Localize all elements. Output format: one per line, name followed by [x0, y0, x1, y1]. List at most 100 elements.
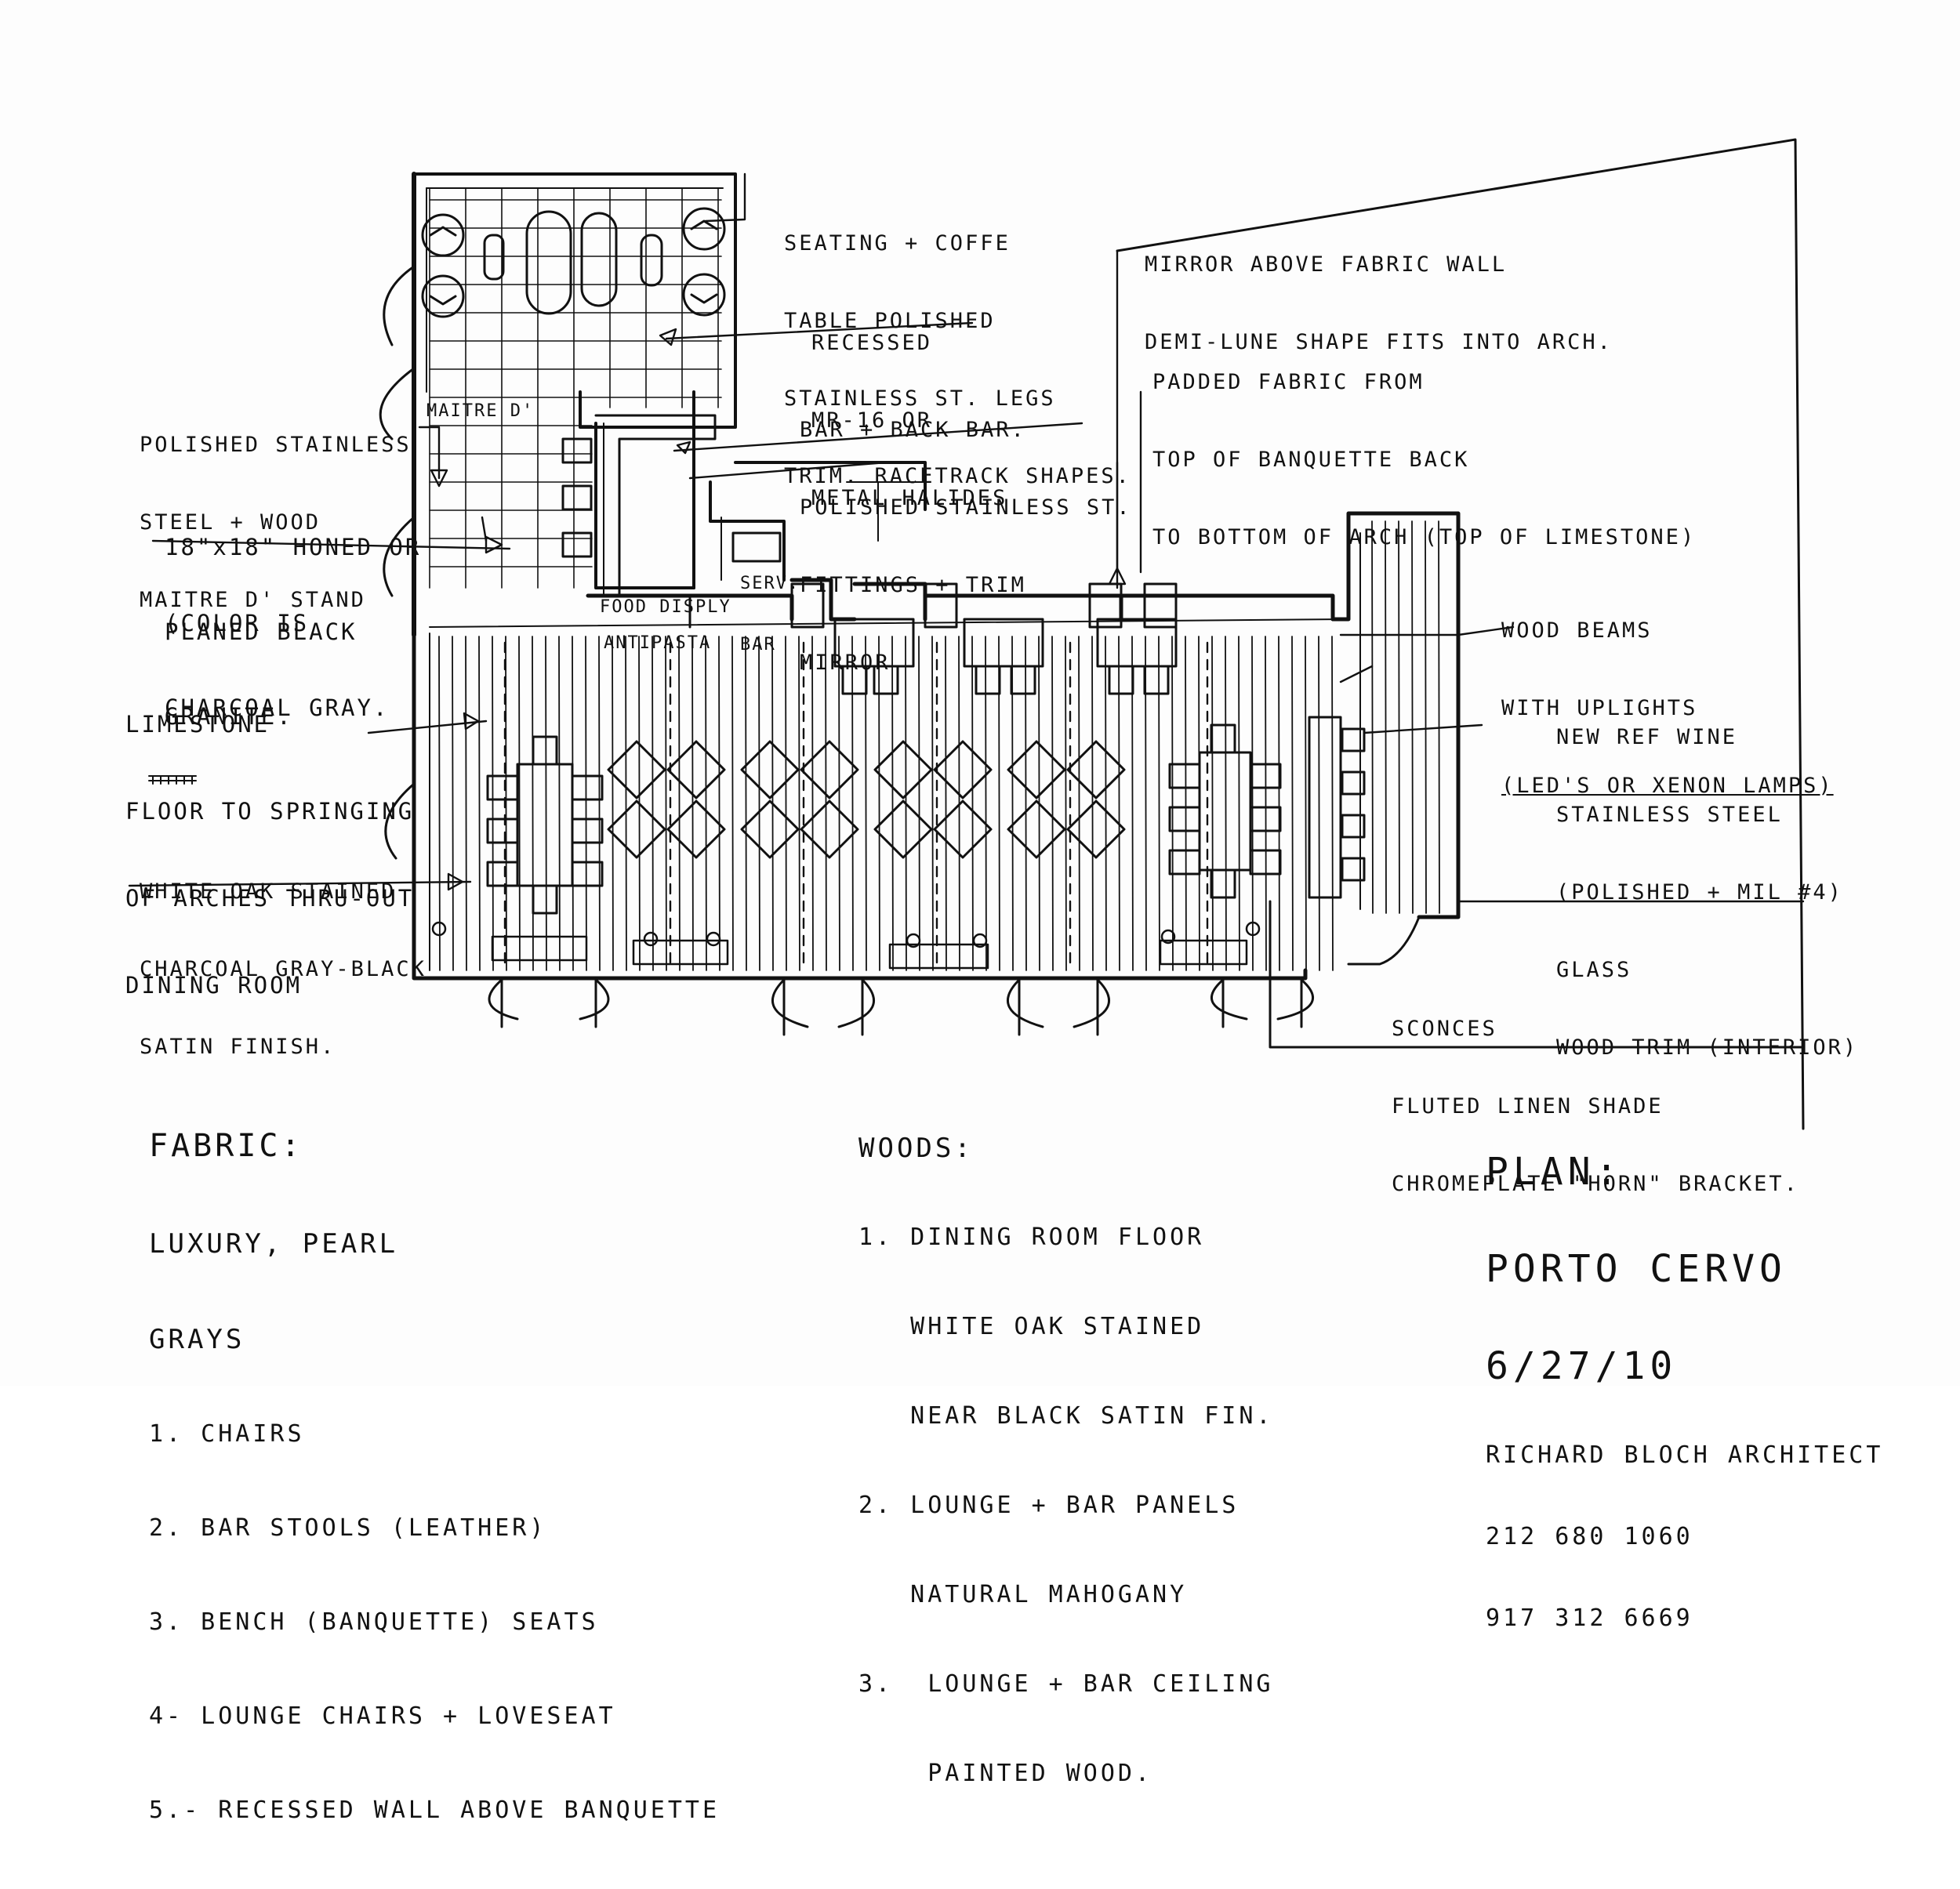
floor-board — [718, 636, 720, 971]
note-wine-storage: NEW REF WINE STAINLESS STEEL (POLISHED +… — [1556, 725, 1859, 1060]
floor-plan-drawing — [128, 138, 1805, 1130]
diamond-table-top — [800, 740, 859, 799]
note-seating-coffee-table: SEATING + COFFE TABLE POLISHED STAINLESS… — [784, 231, 1131, 488]
lounge-walls — [412, 172, 927, 637]
floor-board — [1025, 636, 1027, 971]
food-display-label: FOOD DISPLY — [600, 597, 731, 617]
floor-board — [731, 636, 734, 971]
floor-board — [798, 636, 800, 971]
floor-board — [1411, 520, 1414, 914]
diamond-table-top — [1007, 740, 1066, 799]
phone-number-1: 212 680 1060 — [1486, 1523, 1693, 1550]
diamond-table-top — [740, 799, 800, 859]
diamond-table-top — [607, 740, 666, 799]
note-bar-back-bar: BAR + BACK BAR. POLISHED STAINLESS ST. F… — [800, 418, 1132, 675]
floor-board — [1078, 636, 1080, 971]
project-name: PORTO CERVO — [1486, 1247, 1787, 1291]
note-granite-color: (COLOR IS CHARCOAL GRAY. — [165, 610, 390, 721]
floor-board — [811, 636, 814, 971]
architect-name: RICHARD BLOCH ARCHITECT — [1486, 1441, 1884, 1469]
floor-board — [971, 636, 974, 971]
lounge-furniture — [421, 207, 726, 318]
plan-title: PLAN: — [1486, 1150, 1623, 1194]
drawing-date: 6/27/10 — [1486, 1344, 1678, 1388]
banquette-bottom-seats — [431, 921, 1261, 970]
note-granite-floor: 18"x18" HONED OR PLANED BLACK GRANITE. — [165, 534, 422, 730]
diamond-table-top — [933, 740, 993, 799]
doors — [379, 265, 1421, 1036]
fabric-notes: FABRIC: LUXURY, PEARL GRAYS 1. CHAIRS 2.… — [149, 1128, 720, 1824]
floor-board — [1158, 636, 1160, 971]
note-recessed-lighting: RECESSED MR-16 OR METAL HALIDES — [811, 331, 1008, 510]
floor-board — [558, 636, 561, 971]
entry-hatch — [148, 775, 197, 785]
floor-board — [878, 636, 880, 971]
floor-board — [492, 636, 494, 971]
diamond-table-top — [933, 799, 993, 859]
arched-wall-bays — [790, 582, 1178, 695]
diamond-table-top — [873, 799, 933, 859]
floor-board — [1211, 636, 1214, 971]
title-block: PLAN: PORTO CERVO 6/27/10 RICHARD BLOCH … — [1486, 1097, 1883, 1685]
floor-board — [532, 636, 534, 971]
floor-board — [1425, 520, 1427, 914]
floor-board — [851, 636, 854, 971]
floor-board — [1251, 636, 1254, 971]
diamond-table-top — [1066, 799, 1126, 859]
floor-board — [985, 636, 987, 971]
diamond-table-top — [873, 740, 933, 799]
floor-board — [612, 636, 614, 971]
diamond-table-top — [666, 740, 726, 799]
floor-board — [1291, 636, 1294, 971]
floor-board — [1331, 636, 1334, 971]
fabric-heading: FABRIC: — [149, 1128, 303, 1164]
serv-bar-label: SERV. BAR — [740, 574, 800, 654]
mirror-wall-frame — [1116, 138, 1805, 1130]
floor-board — [452, 636, 454, 971]
floor-board — [1185, 636, 1187, 971]
antipasta-label: ANTIPASTA — [604, 633, 712, 653]
note-sconces: SCONCES FLUTED LINEN SHADE CHROMEPLATE "… — [1392, 1017, 1799, 1196]
floor-board — [1051, 636, 1054, 971]
diamond-table-top — [607, 799, 666, 859]
note-white-oak-floor: WHITE OAK STAINED CHARCOAL GRAY-BLACK SA… — [140, 879, 426, 1059]
note-wood-beams: WOOD BEAMS WITH UPLIGHTS (LED'S OR XENON… — [1501, 618, 1834, 798]
floor-board — [518, 636, 521, 971]
floor-board — [1265, 636, 1267, 971]
floor-board — [438, 636, 441, 971]
floor-board — [598, 636, 601, 971]
floor-board — [918, 636, 920, 971]
wood-notes: WOODS: 1. DINING ROOM FLOOR WHITE OAK ST… — [858, 1133, 1274, 1787]
granite-tile-grid — [429, 187, 722, 589]
floor-board — [1225, 636, 1227, 971]
floor-board — [678, 636, 681, 971]
diamond-table-top — [666, 799, 726, 859]
floor-board — [838, 636, 840, 971]
note-padded-fabric: PADDED FABRIC FROM TOP OF BANQUETTE BACK… — [1152, 370, 1697, 549]
note-maitre-d-stand: POLISHED STAINLESS STEEL + WOOD MAITRE D… — [140, 433, 412, 612]
wood-beam-lines — [503, 641, 1209, 970]
floor-board — [478, 636, 481, 971]
floor-board — [1371, 520, 1374, 914]
dining-diamond-tables — [607, 740, 1126, 859]
floor-board — [1105, 636, 1107, 971]
floor-board — [1118, 636, 1120, 971]
floor-board — [1238, 636, 1240, 971]
diamond-table-top — [1066, 740, 1126, 799]
diamond-table-top — [800, 799, 859, 859]
woods-heading: WOODS: — [858, 1133, 974, 1164]
annotation-leader-lines — [128, 172, 1805, 903]
diamond-table-top — [740, 740, 800, 799]
floor-board — [931, 636, 934, 971]
diamond-table-top — [1007, 799, 1066, 859]
note-limestone: LIMESTONE FLOOR TO SPRINGING OF ARCHES T… — [125, 711, 415, 999]
floor-board — [1065, 636, 1067, 971]
wine-storage-banquette — [1308, 716, 1366, 899]
floor-board — [758, 636, 760, 971]
sketch-sheet: MAITRE D' SERV. BAR FOOD DISPLY ANTIPAST… — [125, 138, 1881, 1824]
floor-board — [1171, 636, 1174, 971]
phone-number-2: 917 312 6669 — [1486, 1604, 1693, 1632]
floor-board — [1385, 520, 1387, 914]
maitre-d-label: MAITRE D' — [426, 401, 535, 421]
dining-rectangular-tables — [486, 723, 1282, 915]
